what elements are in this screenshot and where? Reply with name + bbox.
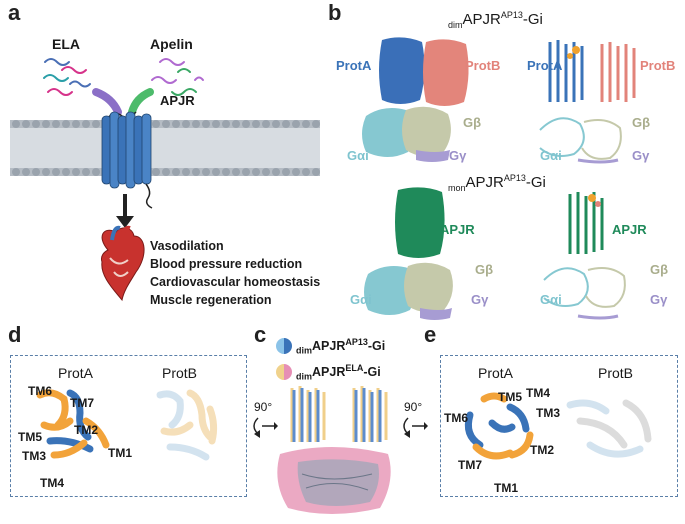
panel-e-tm-label: TM1 bbox=[494, 481, 518, 495]
protB-helix-bundle-icon bbox=[156, 389, 218, 461]
panel-d-tm-label: TM6 bbox=[28, 384, 52, 398]
panel-e-tm-label: TM6 bbox=[444, 411, 468, 425]
rotation-label-left: 90° bbox=[254, 400, 273, 414]
panel-label-d: d bbox=[8, 322, 22, 347]
apjr-receptor-label: APJR bbox=[160, 93, 195, 108]
gg-label-monomer-cartoon: Gγ bbox=[650, 292, 668, 307]
gg-label-monomer-map: Gγ bbox=[471, 292, 489, 307]
panel-c-overlay-structure bbox=[277, 386, 391, 514]
gg-label-dimer-cartoon: Gγ bbox=[632, 148, 650, 163]
monomer-density-map-icon bbox=[364, 187, 453, 320]
panel-d-protB-label: ProtB bbox=[162, 365, 198, 381]
gb-label-monomer-map: Gβ bbox=[475, 262, 494, 277]
apjr-label-monomer-map: APJR bbox=[440, 222, 475, 237]
rotation-label-right: 90° bbox=[404, 400, 423, 414]
dimer-density-map-icon bbox=[362, 37, 469, 162]
apjr-receptor-icon bbox=[101, 111, 153, 209]
panel-e-tm-label: TM4 bbox=[526, 386, 550, 400]
panel-d-helices bbox=[36, 389, 218, 461]
rotate-left-icon bbox=[253, 417, 278, 438]
apelin-binding-arrow-icon bbox=[128, 88, 154, 116]
ela-binding-arrow-icon bbox=[92, 88, 122, 116]
panel-e-helices bbox=[464, 392, 652, 460]
panel-a-illustration bbox=[10, 58, 320, 302]
panel-label-b: b bbox=[328, 0, 342, 25]
ela-peptides-icon bbox=[43, 58, 91, 96]
protB-label-dimer-cartoon: ProtB bbox=[640, 58, 676, 73]
panel-label-a: a bbox=[8, 0, 21, 25]
panel-label-c: c bbox=[254, 322, 267, 347]
panel-e-tm-label: TM7 bbox=[458, 458, 482, 472]
effect-item: Blood pressure reduction bbox=[150, 257, 303, 271]
panel-e-tm-label: TM5 bbox=[498, 390, 522, 404]
panel-e-tm-label: TM2 bbox=[530, 443, 554, 457]
panel-d-tm-label: TM7 bbox=[70, 396, 94, 410]
effect-item: Muscle regeneration bbox=[150, 293, 272, 307]
panel-b-title-dimer: dimAPJRAP13-Gi bbox=[448, 10, 543, 30]
panel-e-tm-label: TM3 bbox=[536, 406, 560, 420]
gb-label-dimer-map: Gβ bbox=[463, 115, 482, 130]
legend-label-ela: dimAPJRELA-Gi bbox=[296, 363, 381, 382]
ligand-apelin-label: Apelin bbox=[150, 36, 193, 52]
panel-d-tm-label: TM3 bbox=[22, 449, 46, 463]
panel-e-protB-label: ProtB bbox=[598, 365, 634, 381]
panel-d-tm-label: TM4 bbox=[40, 476, 64, 490]
protA-helix-bundle-top-icon bbox=[464, 392, 534, 460]
protB-helix-bundle-top-icon bbox=[566, 399, 652, 458]
panel-d-tm-label: TM1 bbox=[108, 446, 132, 460]
gg-label-dimer-map: Gγ bbox=[449, 148, 467, 163]
panel-b-title-monomer: monAPJRAP13-Gi bbox=[448, 173, 546, 193]
apjr-label-monomer-cartoon: APJR bbox=[612, 222, 647, 237]
panel-d-tm-label: TM2 bbox=[74, 423, 98, 437]
legend-dot-ela-icon bbox=[276, 364, 292, 380]
ligand-ela-label: ELA bbox=[52, 36, 80, 52]
panel-b-structures bbox=[362, 37, 636, 320]
legend-label-ap13: dimAPJRAP13-Gi bbox=[296, 337, 386, 356]
heart-icon bbox=[101, 225, 145, 302]
gai-label-monomer-map: Gαi bbox=[350, 292, 372, 307]
gai-label-monomer-cartoon: Gαi bbox=[540, 292, 562, 307]
panel-d-box bbox=[10, 355, 247, 497]
panel-e-box bbox=[440, 355, 678, 497]
panel-e-protA-label: ProtA bbox=[478, 365, 514, 381]
overlay-g-protein-icon bbox=[277, 447, 391, 514]
overlay-receptors-icon bbox=[290, 386, 388, 442]
panel-d-tm-label: TM5 bbox=[18, 430, 42, 444]
legend-dot-ap13-icon bbox=[276, 338, 292, 354]
panel-label-e: e bbox=[424, 322, 437, 347]
protA-label-dimer-map: ProtA bbox=[336, 58, 372, 73]
signaling-arrow-icon bbox=[116, 194, 134, 228]
monomer-cartoon-model-icon bbox=[543, 192, 626, 320]
effect-item: Vasodilation bbox=[150, 239, 224, 253]
effects-list: Vasodilation Blood pressure reduction Ca… bbox=[150, 237, 320, 309]
gai-label-dimer-map: Gαi bbox=[347, 148, 369, 163]
panel-d-protA-label: ProtA bbox=[58, 365, 94, 381]
effect-item: Cardiovascular homeostasis bbox=[150, 275, 321, 289]
gb-label-dimer-cartoon: Gβ bbox=[632, 115, 651, 130]
protA-label-dimer-cartoon: ProtA bbox=[527, 58, 563, 73]
protB-label-dimer-map: ProtB bbox=[465, 58, 501, 73]
apelin-peptides-icon bbox=[151, 58, 204, 96]
rotate-right-icon bbox=[403, 417, 428, 438]
dimer-cartoon-model-icon bbox=[539, 40, 636, 164]
gb-label-monomer-cartoon: Gβ bbox=[650, 262, 669, 277]
cell-membrane-icon bbox=[10, 120, 320, 176]
gai-label-dimer-cartoon: Gαi bbox=[540, 148, 562, 163]
protA-helix-bundle-icon bbox=[36, 389, 110, 459]
